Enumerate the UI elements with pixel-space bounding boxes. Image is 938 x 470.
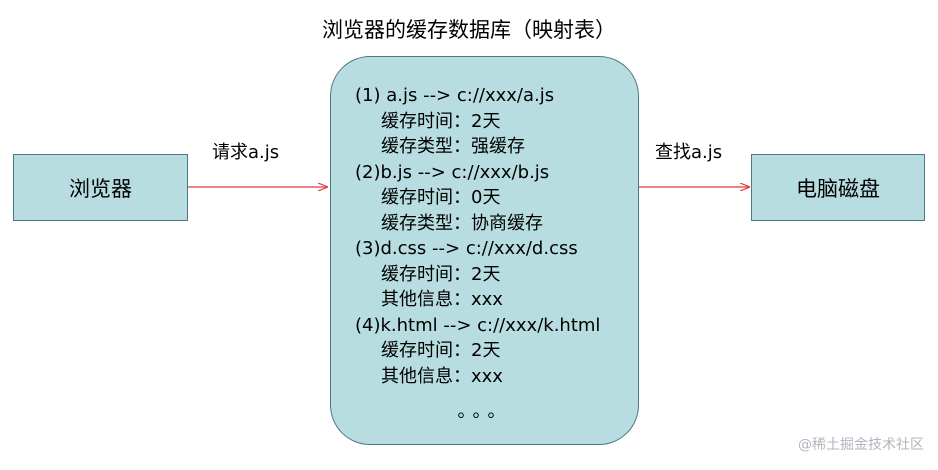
diagram-title: 浏览器的缓存数据库（映射表） xyxy=(322,18,616,42)
cache-entry-detail: 缓存时间：0天 xyxy=(381,187,501,208)
cache-entry-header: (3)d.css --> c://xxx/d.css xyxy=(355,238,578,259)
disk-node-label: 电脑磁盘 xyxy=(796,176,880,201)
browser-node-label: 浏览器 xyxy=(69,176,132,201)
cache-entry-detail: 其他信息：xxx xyxy=(381,289,503,310)
cache-entry-detail: 缓存时间：2天 xyxy=(381,263,501,285)
cache-entry-detail: 其他信息：xxx xyxy=(381,365,503,387)
browser-node: 浏览器 xyxy=(13,154,188,221)
cache-entry-detail: 缓存类型：强缓存 xyxy=(381,136,525,157)
ellipsis: 。。。 xyxy=(457,401,512,422)
request-label: 请求a.js xyxy=(212,142,280,163)
cache-entry-header: (4)k.html --> c://xxx/k.html xyxy=(355,314,601,336)
cache-entry-detail: 缓存时间：2天 xyxy=(381,110,501,132)
cache-entry-detail: 缓存类型：协商缓存 xyxy=(381,212,543,234)
cache-entry-header: (2)b.js --> c://xxx/b.js xyxy=(355,161,550,183)
cache-entry-detail: 缓存时间：2天 xyxy=(381,340,501,361)
watermark: @稀土掘金技术社区 xyxy=(798,437,924,453)
disk-node: 电脑磁盘 xyxy=(751,154,925,221)
lookup-label: 查找a.js xyxy=(655,142,723,163)
cache-entry-header: (1) a.js --> c://xxx/a.js xyxy=(355,85,555,106)
